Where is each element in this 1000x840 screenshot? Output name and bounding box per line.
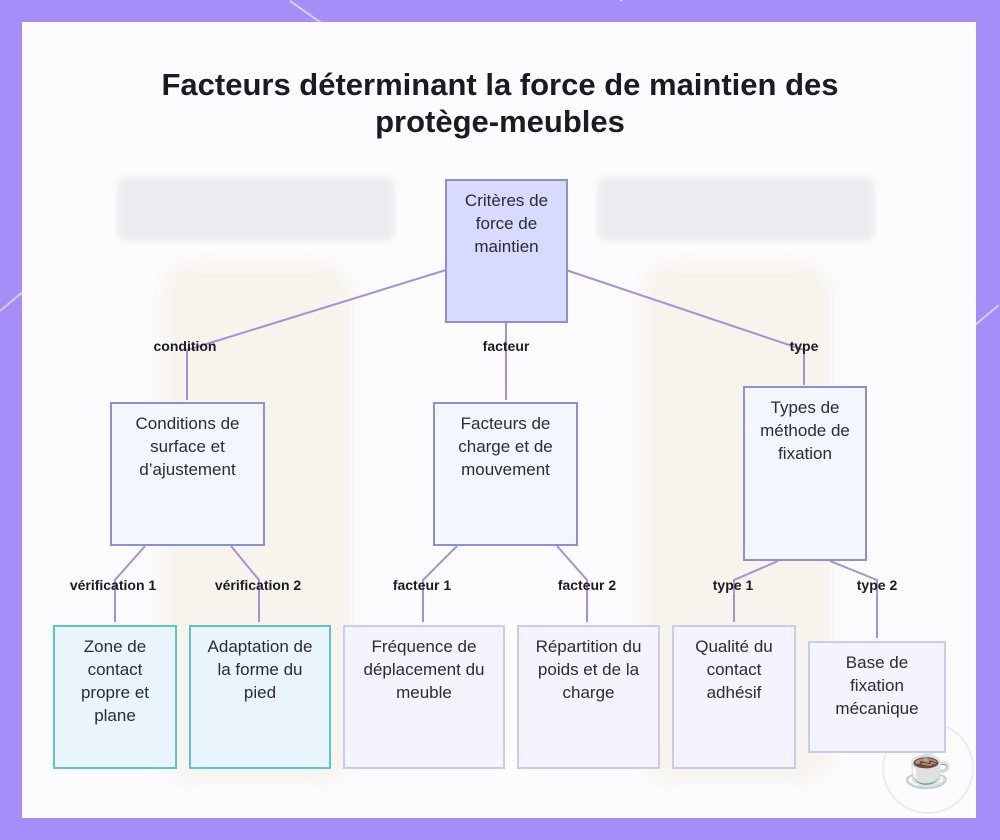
node-root: Critères de force de maintien — [445, 179, 568, 323]
edge-label-condition: condition — [153, 338, 217, 354]
node-fixation-label: Types de méthode de fixation — [760, 398, 850, 463]
edge-fixation-qualite — [733, 560, 779, 622]
edge-label-facteur: facteur — [482, 338, 530, 354]
edge-label-type-2: type 2 — [856, 577, 898, 593]
node-qualite-label: Qualité du contact adhésif — [695, 637, 773, 702]
node-frequence-label: Fréquence de déplacement du meuble — [363, 637, 485, 702]
node-qualite: Qualité du contact adhésif — [672, 625, 796, 769]
node-repartition-label: Répartition du poids et de la charge — [535, 637, 642, 702]
node-fixation: Types de méthode de fixation — [743, 386, 867, 561]
edge-charge-frequence — [422, 545, 458, 622]
node-zone: Zone de contact propre et plane — [53, 625, 177, 769]
edge-fixation-base — [829, 560, 878, 638]
edge-surface-zone — [114, 545, 146, 622]
node-charge: Facteurs de charge et de mouvement — [433, 402, 578, 546]
edge-label-verification-1: vérification 1 — [69, 577, 157, 593]
node-zone-label: Zone de contact propre et plane — [80, 637, 150, 725]
edge-label-facteur-2: facteur 2 — [557, 577, 617, 593]
background-label — [597, 177, 875, 241]
edge-root-fixation — [565, 269, 805, 385]
edge-label-type: type — [789, 338, 819, 354]
node-surface-label: Conditions de surface et d’ajustement — [135, 414, 240, 479]
node-repartition: Répartition du poids et de la charge — [517, 625, 660, 769]
edge-label-type-1: type 1 — [712, 577, 754, 593]
node-base-label: Base de fixation mécanique — [835, 653, 919, 718]
watermark-logo-icon: ☕ — [882, 722, 974, 814]
node-frequence: Fréquence de déplacement du meuble — [343, 625, 505, 769]
edge-root-surface — [186, 269, 447, 400]
edge-label-verification-2: vérification 2 — [214, 577, 302, 593]
node-root-label: Critères de force de maintien — [464, 191, 549, 256]
background-label — [117, 177, 395, 241]
node-charge-label: Facteurs de charge et de mouvement — [458, 414, 553, 479]
node-adaptation: Adaptation de la forme du pied — [189, 625, 331, 769]
node-adaptation-label: Adaptation de la forme du pied — [207, 637, 313, 702]
diagram-title: Facteurs déterminant la force de maintie… — [161, 67, 839, 139]
node-surface: Conditions de surface et d’ajustement — [110, 402, 265, 546]
edge-charge-repartition — [556, 545, 588, 622]
edge-surface-adaptation — [230, 545, 260, 622]
edge-label-facteur-1: facteur 1 — [392, 577, 452, 593]
node-base: Base de fixation mécanique — [808, 641, 946, 753]
